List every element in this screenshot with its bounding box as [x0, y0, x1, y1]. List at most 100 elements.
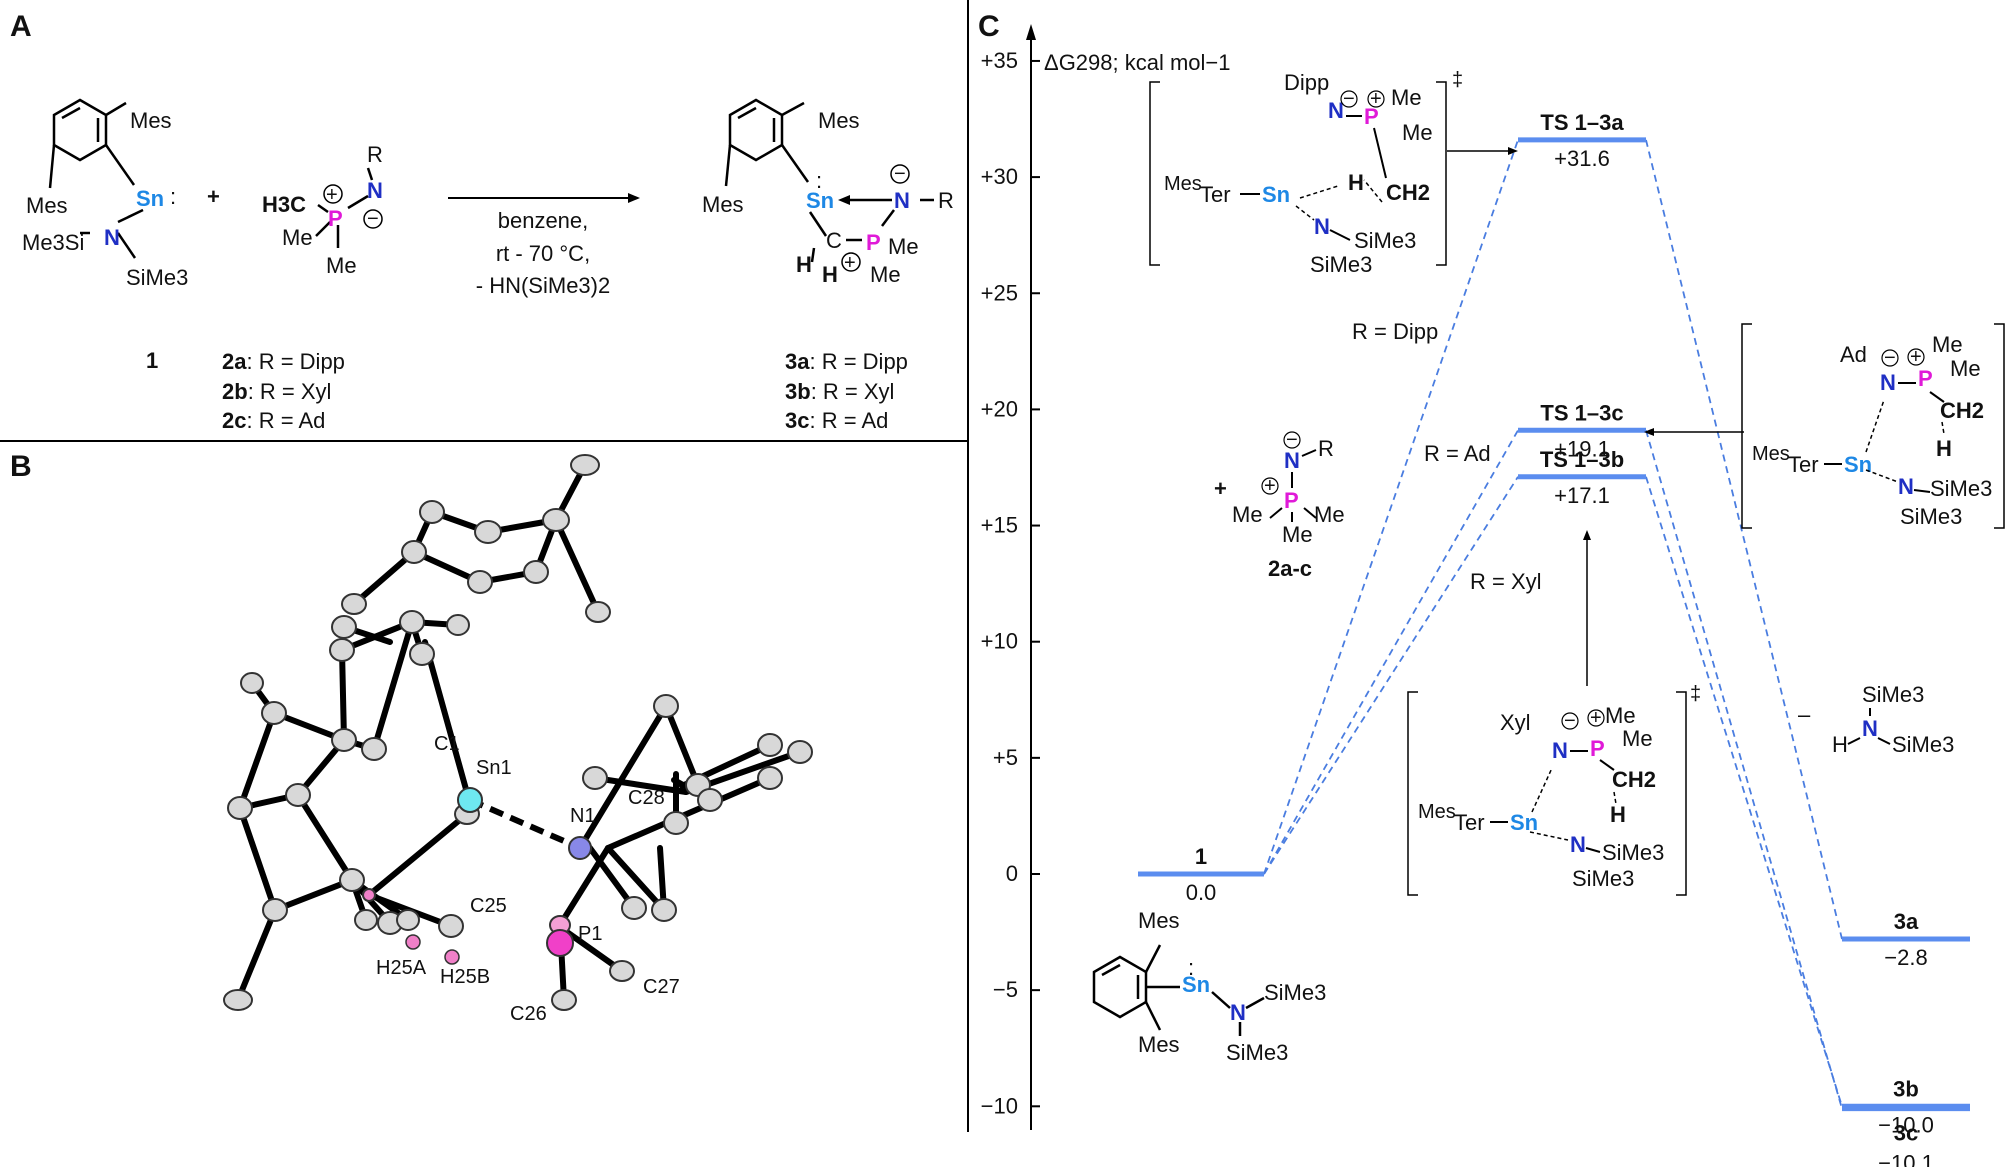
svg-text:3a: R = Dipp: 3a: R = Dipp	[785, 349, 908, 374]
svg-text:SiMe3: SiMe3	[1226, 1040, 1288, 1065]
energy-diagram: ΔG298; kcal mol−1 +35+30+25+20+15+10+50−…	[981, 24, 2005, 1167]
condition-temperature: rt - 70 °C,	[496, 241, 590, 266]
y-axis-label: ΔG298; kcal mol−1	[1044, 50, 1231, 75]
mes-label: Mes	[818, 108, 860, 133]
sime3-label: SiMe3	[126, 265, 188, 290]
svg-text:Xyl: Xyl	[1500, 710, 1531, 735]
svg-text:Mes: Mes	[1138, 908, 1180, 933]
svg-text:2a-c: 2a-c	[1268, 556, 1312, 581]
svg-text:+: +	[844, 252, 856, 274]
route-label-ad: R = Ad	[1424, 441, 1491, 466]
svg-text:+: +	[1590, 707, 1602, 729]
level-1-value: 0.0	[1186, 880, 1217, 905]
svg-text:+: +	[1910, 346, 1922, 368]
svg-text:H25B: H25B	[440, 966, 490, 988]
svg-text:Dipp: Dipp	[1284, 70, 1329, 95]
product-3-structure	[724, 98, 934, 263]
h-atom-ellipsoid	[444, 949, 460, 965]
svg-text:−: −	[1286, 429, 1298, 451]
svg-text:H25A: H25A	[376, 957, 427, 979]
svg-text:Sn: Sn	[1510, 810, 1538, 835]
svg-text:2c: R = Ad: 2c: R = Ad	[222, 408, 325, 433]
r-label: R	[938, 188, 954, 213]
y-tick-label: +5	[993, 745, 1018, 770]
route-label-dipp: R = Dipp	[1352, 319, 1438, 344]
ts-1-3b-structure: ‡ Xyl − N P + Me Me CH2 H Mes Ter Sn N S…	[1407, 683, 1701, 896]
svg-text:C1: C1	[434, 733, 460, 755]
svg-text:SiMe3: SiMe3	[1572, 866, 1634, 891]
me3si-label: Me3Si	[22, 230, 84, 255]
n-atom: N	[367, 178, 383, 203]
svg-text:Mes: Mes	[1752, 443, 1790, 465]
svg-text:−: −	[1343, 88, 1355, 110]
me-label: Me	[888, 234, 919, 259]
svg-text:Me: Me	[1622, 726, 1653, 751]
svg-text:H: H	[1936, 436, 1952, 461]
sn-lone-pair: :	[816, 168, 822, 193]
svg-text:Mes: Mes	[1418, 801, 1456, 823]
level-1-name: 1	[1195, 844, 1207, 869]
me-label: Me	[326, 253, 357, 278]
panel-label-c: C	[978, 10, 1000, 43]
condition-solvent: benzene,	[498, 208, 589, 233]
energy-levels: 10.0TS 1–3a+31.6TS 1–3c+19.1TS 1–3b+17.1…	[1138, 110, 1970, 1167]
svg-text:+: +	[1264, 475, 1276, 497]
svg-text:Ad: Ad	[1840, 342, 1867, 367]
svg-text:Me: Me	[1314, 502, 1345, 527]
svg-text:−: −	[1884, 347, 1896, 369]
level-ts-1-3a-name: TS 1–3a	[1540, 110, 1624, 135]
y-axis-ticks: +35+30+25+20+15+10+50−5−10	[981, 48, 1040, 1118]
svg-text:H: H	[1348, 170, 1364, 195]
condition-byproduct: - HN(SiMe3)2	[476, 273, 610, 298]
svg-text:P1: P1	[578, 923, 602, 945]
sn-lone-pair: :	[170, 184, 176, 209]
svg-text:SiMe3: SiMe3	[1310, 252, 1372, 277]
byproduct-amine: – SiMe3 N H SiMe3	[1798, 682, 1954, 757]
me-label: Me	[282, 225, 313, 250]
svg-text:N: N	[1570, 832, 1586, 857]
panel-a-scheme: Mes Mes Sn : N Me3Si SiMe3 + H3C P + N −…	[22, 98, 954, 433]
n-atom-ellipsoid	[568, 836, 592, 860]
h-atom: H	[796, 252, 812, 277]
svg-text:Mes: Mes	[1164, 173, 1202, 195]
svg-text:C28: C28	[628, 787, 665, 809]
y-tick-label: +15	[981, 513, 1018, 538]
svg-text:Me: Me	[1402, 120, 1433, 145]
svg-text:CH2: CH2	[1940, 398, 1984, 423]
y-tick-label: −5	[993, 977, 1018, 1002]
h-atom: H	[822, 262, 838, 287]
svg-text:N1: N1	[570, 805, 596, 827]
panel-label-b: B	[10, 450, 32, 483]
reaction-path-rdipp	[1263, 139, 1843, 940]
level-3b-value: −10.0	[1878, 1112, 1934, 1137]
level-ts-1-3c-value: +19.1	[1554, 436, 1610, 461]
svg-text:N: N	[1880, 370, 1896, 395]
svg-text:Sn1: Sn1	[476, 757, 512, 779]
svg-text:P: P	[1918, 366, 1933, 391]
n-atom: N	[104, 225, 120, 250]
reaction-paths	[1263, 139, 1843, 1109]
level-3b-name: 3b	[1893, 1076, 1919, 1101]
svg-text:N: N	[1898, 474, 1914, 499]
svg-text:Sn: Sn	[1262, 182, 1290, 207]
svg-text:Me: Me	[1950, 356, 1981, 381]
mes-label: Mes	[130, 108, 172, 133]
ortep-atoms	[223, 454, 813, 1011]
reagent-label-list: 2a: R = Dipp 2b: R = Xyl 2c: R = Ad	[222, 349, 345, 433]
level-3a-value: −2.8	[1884, 945, 1927, 970]
sn-atom: Sn	[806, 188, 834, 213]
svg-text:N: N	[1862, 716, 1878, 741]
mes-label: Mes	[702, 192, 744, 217]
svg-text:Sn: Sn	[1182, 972, 1210, 997]
svg-text:C26: C26	[510, 1003, 547, 1025]
svg-text:N: N	[1314, 214, 1330, 239]
svg-text:−: −	[894, 163, 906, 185]
compound-1-number: 1	[146, 348, 158, 373]
svg-text:+: +	[1370, 88, 1382, 110]
svg-text:Me: Me	[1605, 703, 1636, 728]
svg-text:C27: C27	[643, 976, 680, 998]
svg-text:Me: Me	[1282, 522, 1313, 547]
svg-text:Me: Me	[1232, 502, 1263, 527]
svg-text:SiMe3: SiMe3	[1930, 476, 1992, 501]
svg-text:SiMe3: SiMe3	[1602, 840, 1664, 865]
